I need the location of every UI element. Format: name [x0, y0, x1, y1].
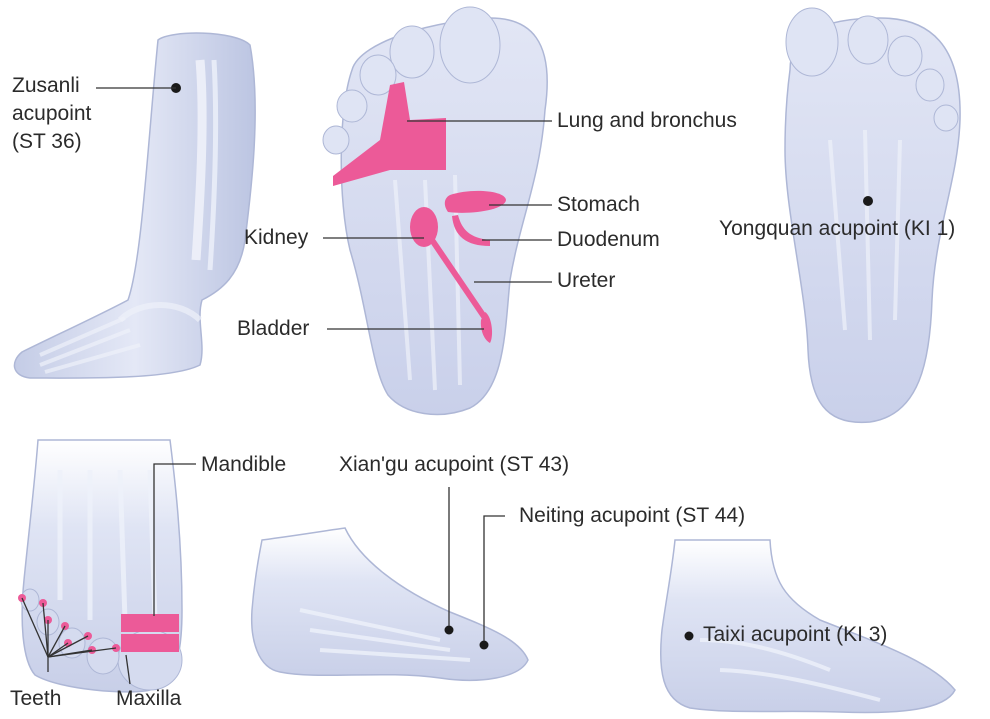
zusanli-label-line2: acupoint: [12, 101, 91, 127]
neiting-label: Neiting acupoint (ST 44): [519, 503, 745, 529]
xiangu-label: Xian'gu acupoint (ST 43): [339, 452, 569, 478]
stomach-label: Stomach: [557, 192, 640, 218]
ureter-label: Ureter: [557, 268, 615, 294]
sole-reflex-map: [323, 7, 547, 414]
zusanli-label-line1: Zusanli: [12, 73, 80, 99]
bladder-label: Bladder: [237, 316, 309, 342]
dorsal-foot: [18, 440, 182, 692]
zusanli-label-line3: (ST 36): [12, 129, 82, 155]
xiangu-point: [445, 626, 454, 635]
taixi-point: [685, 632, 694, 641]
yongquan-point: [863, 196, 873, 206]
taixi-label: Taixi acupoint (KI 3): [703, 622, 887, 648]
yongquan-label: Yongquan acupoint (KI 1): [719, 216, 955, 242]
teeth-label: Teeth: [10, 686, 61, 712]
lung-label: Lung and bronchus: [557, 108, 737, 134]
mandible-band: [121, 614, 179, 632]
kidney-label: Kidney: [244, 225, 308, 251]
mandible-label: Mandible: [201, 452, 286, 478]
maxilla-label: Maxilla: [116, 686, 181, 712]
side-foot-neiting: [252, 528, 528, 680]
duodenum-label: Duodenum: [557, 227, 660, 253]
maxilla-band: [121, 634, 179, 652]
neiting-point: [480, 641, 489, 650]
